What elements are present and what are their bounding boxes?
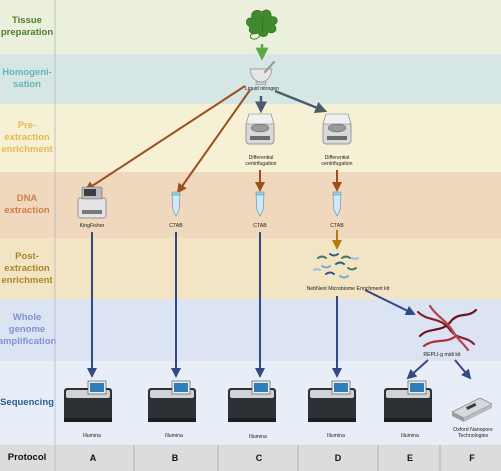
nanopore-label: Oxford Nanopore Technologies [453,427,493,439]
ctab-label: CTAB [169,223,183,229]
ctab-tube-icon [171,191,181,217]
protocol-d: D [334,453,342,463]
band-protocol [0,445,501,471]
stage-label-sequencing: Sequencing [0,397,54,408]
protocol-f: F [469,453,475,463]
dna-fragments-icon [313,253,359,279]
protocol-separators [133,445,441,471]
protocol-a: A [89,453,97,463]
repli-g-kit-label: REPLI-g midi kit [423,352,461,358]
illumina-sequencer-icon [228,380,276,422]
illumina-sequencer-icon [148,380,196,422]
illumina-label: Illumina [249,434,267,440]
illumina-label: Illumina [165,433,183,439]
dna-amplification-icon [416,304,478,352]
arrow-to-kingfisher [84,85,246,192]
protocol-b: B [171,453,179,463]
stage-label-pre-extraction: Pre- extraction enrichment [1,120,53,155]
nebnext-kit-label: NebNext Microbiome Enrichment kit [306,286,390,292]
arrow-repli-g-to-illumina-e [406,359,429,380]
stage-label-protocol: Protocol [7,452,47,463]
stage-label-post-extraction: Post- extraction enrichment [1,250,53,286]
stage-label-homogenisation: Homogeni- sation [2,67,52,90]
arrow-to-ctab-b [176,89,251,194]
mortar-pestle-icon [249,60,276,85]
illumina-label: Illumina [401,433,419,439]
stage-label-dna-extraction: DNA extraction [4,193,50,216]
centrifuge-icon [245,113,275,145]
band-wga [0,299,501,362]
nanopore-device-icon [451,397,493,422]
arrow-nebnext-to-repli-g [364,289,416,315]
ctab-label: CTAB [330,223,344,229]
stage-label-tissue: Tissue preparation [0,15,54,38]
kingfisher-instrument-icon [77,186,107,219]
arrow-to-centrifuge-2 [274,89,328,114]
diff-centrifugation-label: Differential centrifugation [321,155,353,167]
protocol-c: C [255,453,263,463]
illumina-sequencer-icon [384,380,432,422]
kingfisher-label: KingFisher [79,223,105,229]
centrifuge-icon [322,113,352,145]
illumina-sequencer-icon [308,380,356,422]
liquid-nitrogen-label: Liquid nitrogen [244,86,280,92]
ctab-label: CTAB [253,223,267,229]
illumina-sequencer-icon [64,380,112,422]
diff-centrifugation-label: Differential centrifugation [245,155,277,167]
arrow-repli-g-to-nanopore [454,359,472,380]
illumina-label: Illumina [83,433,101,439]
grape-leaf-icon [246,9,278,40]
band-homogenisation [0,54,501,105]
ctab-tube-icon [332,191,342,217]
illumina-label: Illumina [327,433,345,439]
ctab-tube-icon [255,191,265,217]
protocol-e: E [406,453,413,463]
stage-label-wga: Whole genome amplification [0,312,57,347]
